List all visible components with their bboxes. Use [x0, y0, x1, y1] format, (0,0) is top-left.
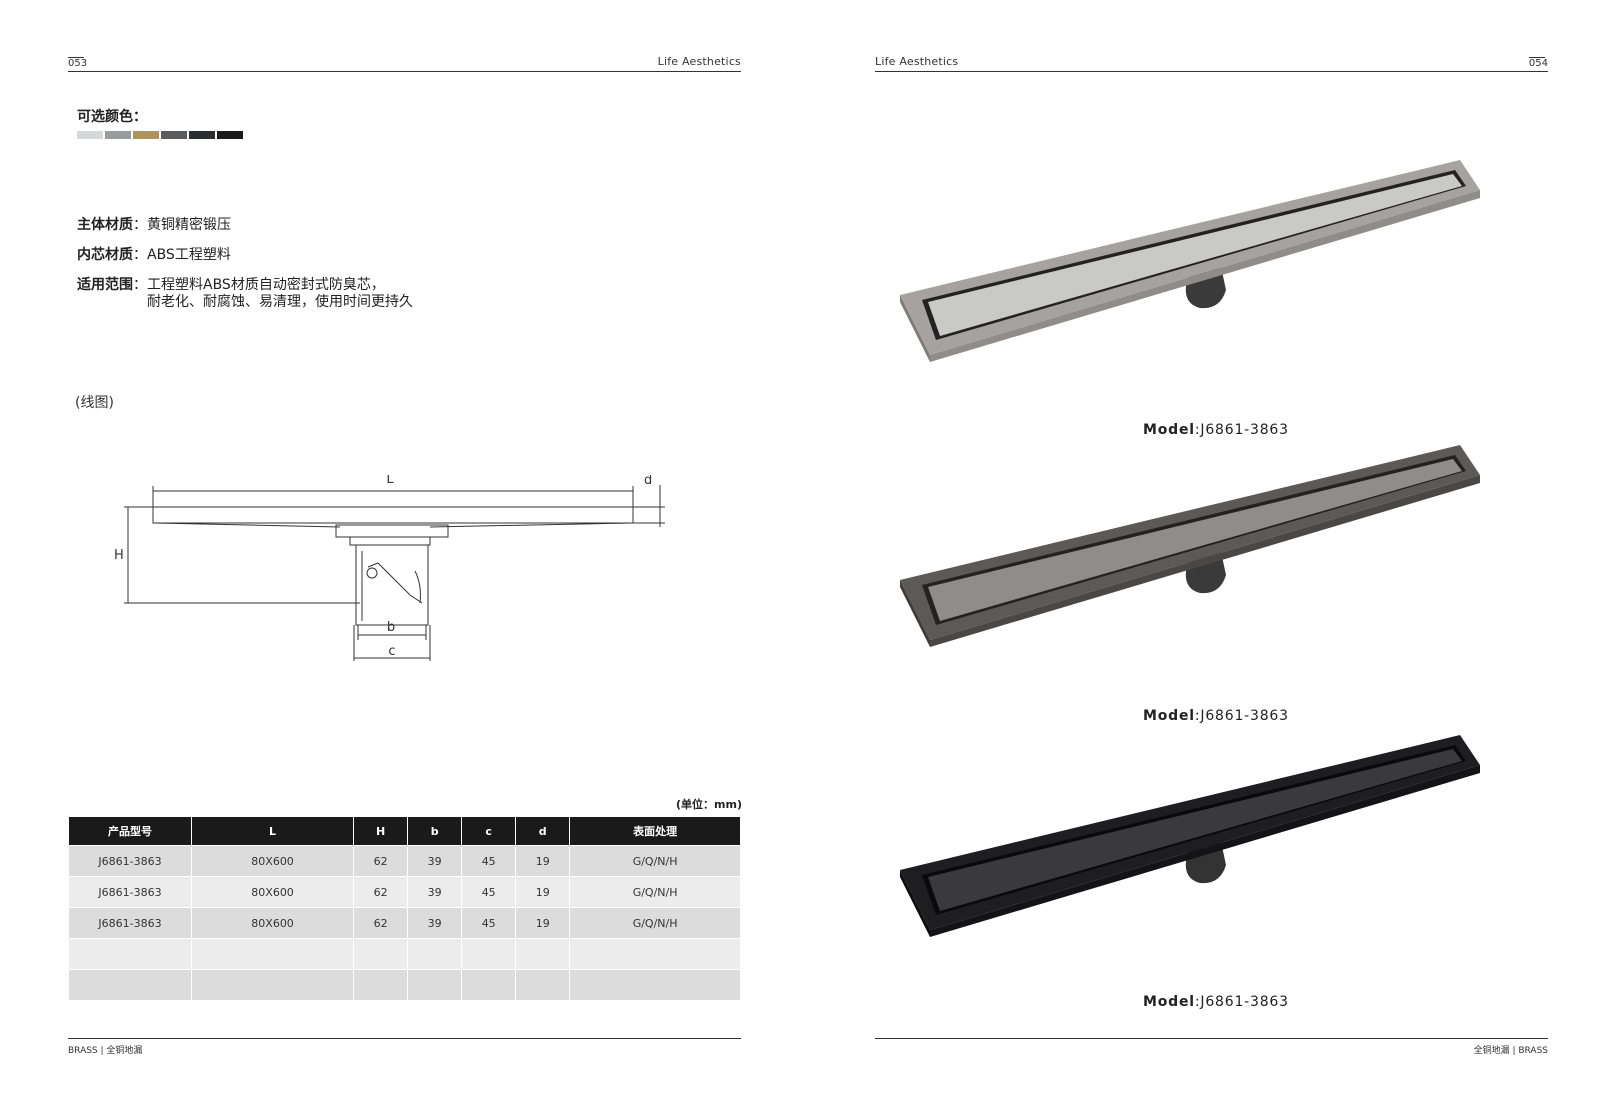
- color-swatch: [217, 131, 243, 139]
- table-cell: [516, 970, 570, 1000]
- table-cell: 45: [462, 908, 516, 938]
- spec-value: ：工程塑料ABS材质自动密封式防臭芯，: [133, 277, 385, 293]
- table-header: c: [462, 817, 516, 845]
- left-page: 053 Life Aesthetics 可选颜色： 主体材质：黄铜精密锻压 内芯…: [68, 52, 742, 1056]
- drain-channel: [900, 160, 1480, 362]
- dim-label-L: L: [386, 475, 394, 487]
- table-cell: [570, 970, 740, 1000]
- color-swatch: [133, 131, 159, 139]
- table-cell: [516, 939, 570, 969]
- colors-label: 可选颜色：: [77, 109, 147, 125]
- table-cell: [192, 939, 354, 969]
- table-cell: [354, 970, 408, 1000]
- spec-key: 内芯材质: [77, 247, 133, 263]
- spec-value: ：ABS工程塑料: [133, 247, 231, 263]
- color-swatches: [77, 131, 243, 139]
- table-cell: [354, 939, 408, 969]
- table-cell: 62: [354, 908, 408, 938]
- table-cell: 19: [516, 846, 570, 876]
- product-image-black: [900, 735, 1480, 937]
- table-cell: J6861-3863: [69, 877, 191, 907]
- spec-value: ：黄铜精密锻压: [133, 217, 231, 233]
- footer-label: BRASS | 全铜地漏: [68, 1046, 143, 1056]
- model-caption: Model:J6861-3863: [1143, 708, 1289, 724]
- table-cell: J6861-3863: [69, 846, 191, 876]
- table-cell: G/Q/N/H: [570, 908, 740, 938]
- table-cell: 62: [354, 877, 408, 907]
- table-cell: 62: [354, 846, 408, 876]
- spec-main-material: 主体材质：黄铜精密锻压: [77, 217, 231, 234]
- table-cell: [408, 939, 462, 969]
- table-cell: 19: [516, 877, 570, 907]
- spec-key: 适用范围: [77, 277, 133, 293]
- right-header: Life Aesthetics 054: [875, 52, 1548, 72]
- unit-label: (单位：mm): [676, 798, 742, 811]
- table-cell: [570, 939, 740, 969]
- table-header: 表面处理: [570, 817, 740, 845]
- table-cell: 39: [408, 908, 462, 938]
- table-cell: [69, 970, 191, 1000]
- table-header: b: [408, 817, 462, 845]
- table-header-row: 产品型号 L H b c d 表面处理: [69, 817, 740, 845]
- page-number: 053: [68, 57, 88, 69]
- dim-label-H: H: [114, 548, 124, 563]
- brand-label: Life Aesthetics: [875, 55, 959, 68]
- brand-label: Life Aesthetics: [657, 55, 741, 68]
- left-footer: BRASS | 全铜地漏: [68, 1038, 741, 1056]
- table-header: d: [516, 817, 570, 845]
- table-cell: [69, 939, 191, 969]
- table-cell: [192, 970, 354, 1000]
- table-row: [69, 970, 740, 1000]
- product-image-gunmetal: [900, 445, 1480, 647]
- color-swatch: [189, 131, 215, 139]
- left-header: 053 Life Aesthetics: [68, 52, 741, 72]
- table-cell: 45: [462, 846, 516, 876]
- spec-application: 适用范围：工程塑料ABS材质自动密封式防臭芯， 耐老化、耐腐蚀、易清理，使用时间…: [77, 277, 413, 311]
- table-cell: 80X600: [192, 877, 354, 907]
- table-cell: J6861-3863: [69, 908, 191, 938]
- dim-label-c: c: [388, 644, 395, 659]
- table-cell: 39: [408, 877, 462, 907]
- line-drawing-label: (线图): [75, 395, 114, 411]
- right-footer: 全铜地漏 | BRASS: [875, 1038, 1548, 1056]
- right-page: Life Aesthetics 054 Model:J6861-3863 Mod…: [805, 0, 1610, 1100]
- technical-drawing: L d H b c: [114, 475, 665, 661]
- table-header: L: [192, 817, 354, 845]
- table-cell: G/Q/N/H: [570, 877, 740, 907]
- color-swatch: [105, 131, 131, 139]
- table-cell: 80X600: [192, 908, 354, 938]
- dim-label-d: d: [644, 475, 652, 488]
- table-cell: [408, 970, 462, 1000]
- table-cell: 19: [516, 908, 570, 938]
- spec-value-line2: 耐老化、耐腐蚀、易清理，使用时间更持久: [147, 294, 413, 310]
- color-swatch: [161, 131, 187, 139]
- product-image-brushed: [900, 160, 1480, 362]
- table-cell: 45: [462, 877, 516, 907]
- table-cell: [462, 939, 516, 969]
- table-cell: 39: [408, 846, 462, 876]
- drain-channel: [900, 735, 1480, 937]
- table-row: [69, 939, 740, 969]
- model-caption: Model:J6861-3863: [1143, 994, 1289, 1010]
- color-swatch: [77, 131, 103, 139]
- dim-label-b: b: [387, 620, 395, 635]
- spec-core-material: 内芯材质：ABS工程塑料: [77, 247, 231, 264]
- table-cell: 80X600: [192, 846, 354, 876]
- model-caption: Model:J6861-3863: [1143, 422, 1289, 438]
- drain-channel: [900, 445, 1480, 647]
- table-header: 产品型号: [69, 817, 191, 845]
- page-number: 054: [1528, 57, 1548, 69]
- table-cell: [462, 970, 516, 1000]
- footer-label: 全铜地漏 | BRASS: [1473, 1046, 1548, 1056]
- spec-key: 主体材质: [77, 217, 133, 233]
- table-cell: G/Q/N/H: [570, 846, 740, 876]
- table-header: H: [354, 817, 408, 845]
